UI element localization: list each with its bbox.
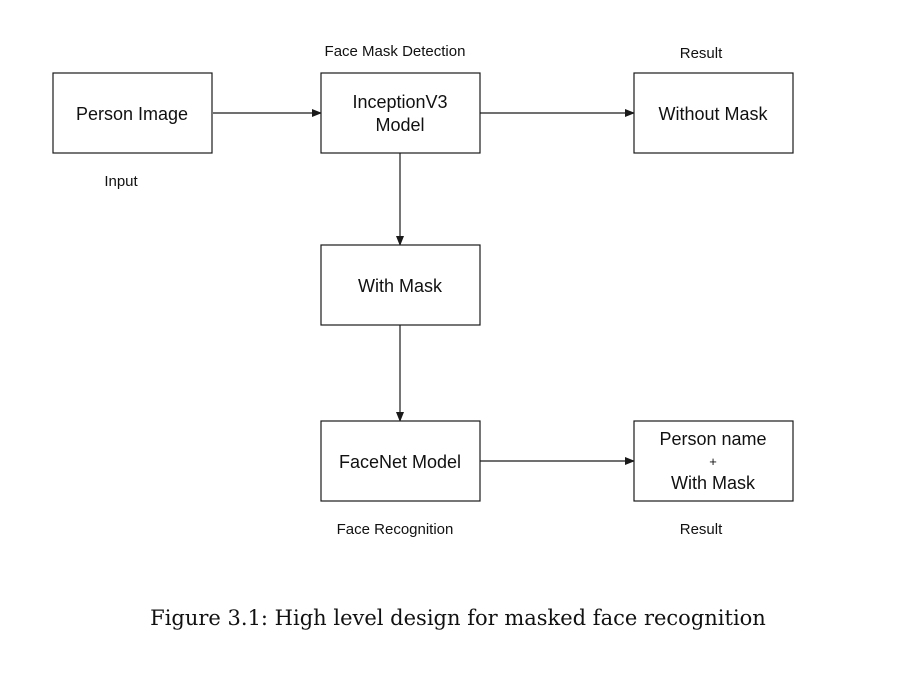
without-mask-label: Without Mask: [658, 104, 768, 124]
inceptionv3-label-line1: InceptionV3: [352, 92, 447, 112]
person-name-label-line1: Person name: [659, 429, 766, 449]
person-name-plus-label: +: [709, 454, 717, 469]
result-bottom-label: Result: [680, 521, 723, 538]
facenet-model-node: [320, 420, 481, 502]
result-top-label: Result: [680, 45, 723, 62]
person-image-label: Person Image: [76, 104, 188, 124]
with-mask-node: [320, 244, 481, 326]
input-label: Input: [104, 173, 138, 190]
face-recognition-label: Face Recognition: [337, 521, 454, 538]
facenet-model-label: FaceNet Model: [339, 452, 461, 472]
inceptionv3-model-node: [320, 72, 481, 154]
with-mask-label: With Mask: [358, 276, 443, 296]
without-mask-node: [633, 72, 794, 154]
person-image-node: [52, 72, 213, 154]
inceptionv3-label-line2: Model: [375, 115, 424, 135]
person-name-with-mask-node: [633, 420, 794, 502]
figure-caption: Figure 3.1: High level design for masked…: [150, 606, 766, 630]
face-mask-detection-label: Face Mask Detection: [325, 43, 466, 60]
person-name-label-line2: With Mask: [671, 473, 756, 493]
